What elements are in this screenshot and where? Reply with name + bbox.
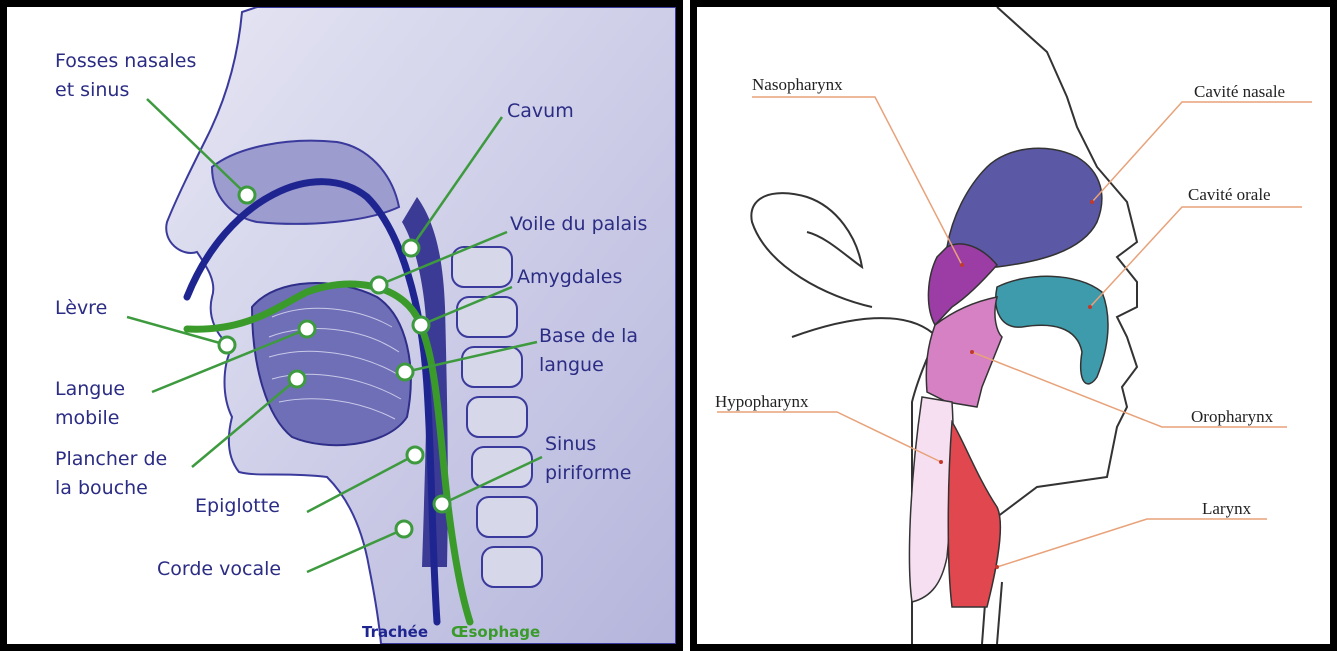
- right-panel-pharynx-regions-diagram: Nasopharynx Cavité nasale Cavité orale O…: [690, 0, 1337, 651]
- dot-larynx: [995, 565, 999, 569]
- label-amygdales: Amygdales: [517, 263, 622, 292]
- marker-amygdales: [413, 317, 429, 333]
- marker-epiglotte: [407, 447, 423, 463]
- left-panel-anatomy-diagram: Fosses nasales et sinus Cavum Voile du p…: [0, 0, 683, 651]
- label-sinus-piriforme: Sinus piriforme: [545, 430, 631, 488]
- marker-base-de-la-langue: [397, 364, 413, 380]
- dot-oropharynx: [970, 350, 974, 354]
- dot-cavite-nasale: [1090, 200, 1094, 204]
- label-oesophage: Œsophage: [451, 623, 540, 641]
- label-corde-vocale: Corde vocale: [157, 555, 281, 584]
- label-plancher-de-la-bouche: Plancher de la bouche: [55, 445, 167, 503]
- marker-levre: [219, 337, 235, 353]
- label-voile-du-palais: Voile du palais: [510, 210, 647, 239]
- pharynx-regions-illustration: [697, 7, 1330, 644]
- label-levre: Lèvre: [55, 294, 107, 323]
- label-fosses-nasales: Fosses nasales et sinus: [55, 47, 196, 105]
- dot-nasopharynx: [960, 263, 964, 267]
- label-trachee: Trachée: [362, 623, 428, 641]
- label-nasopharynx: Nasopharynx: [752, 75, 843, 95]
- label-langue-mobile: Langue mobile: [55, 375, 125, 433]
- dot-cavite-orale: [1088, 305, 1092, 309]
- label-oropharynx: Oropharynx: [1191, 407, 1273, 427]
- marker-langue-mobile: [299, 321, 315, 337]
- label-epiglotte: Epiglotte: [195, 492, 280, 521]
- neck-outline: [997, 582, 1002, 644]
- dot-hypopharynx: [939, 460, 943, 464]
- marker-voile-du-palais: [371, 277, 387, 293]
- label-cavite-nasale: Cavité nasale: [1194, 82, 1285, 102]
- marker-sinus-piriforme: [434, 496, 450, 512]
- label-cavite-orale: Cavité orale: [1188, 185, 1271, 205]
- marker-plancher-de-la-bouche: [289, 371, 305, 387]
- label-hypopharynx: Hypopharynx: [715, 392, 808, 412]
- label-cavum: Cavum: [507, 97, 574, 126]
- region-larynx: [948, 422, 1000, 607]
- marker-fosses-nasales: [239, 187, 255, 203]
- region-hypopharynx: [909, 397, 953, 602]
- label-larynx: Larynx: [1202, 499, 1251, 519]
- marker-corde-vocale: [396, 521, 412, 537]
- label-base-de-la-langue: Base de la langue: [539, 322, 638, 380]
- ear-outline: [751, 193, 872, 307]
- marker-cavum: [403, 240, 419, 256]
